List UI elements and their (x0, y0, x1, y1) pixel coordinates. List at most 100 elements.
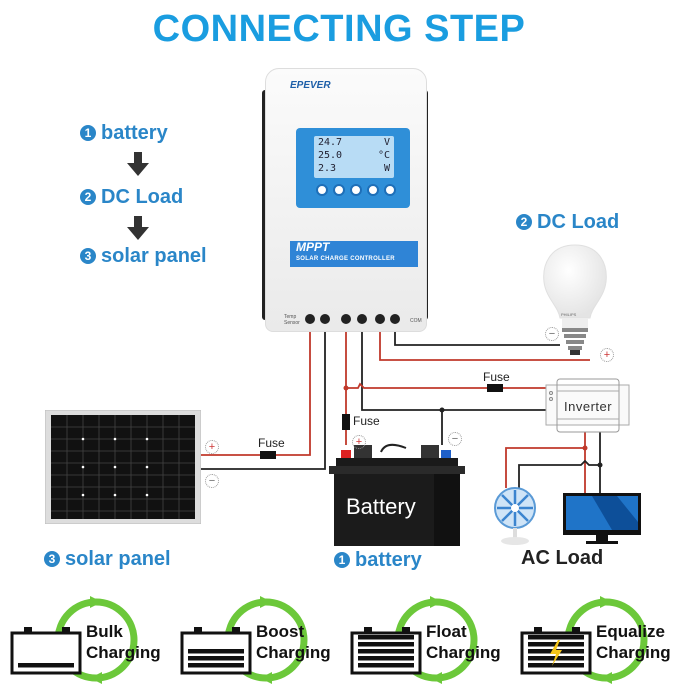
charging-mode-suffix: Charging (596, 643, 671, 662)
fuse-inverter (487, 384, 503, 392)
terminal-pv-positive (305, 314, 315, 324)
step-number-3-icon: 3 (80, 248, 96, 264)
step-2: 2 DC Load (80, 186, 183, 209)
controller-button-set[interactable] (367, 184, 379, 196)
lcd-row-temperature: 25.0°C (318, 150, 390, 161)
wire-ac-positive (505, 432, 586, 488)
wire-battery-negative (361, 330, 443, 445)
cycle-arrow-top (90, 596, 102, 608)
terminal-load-negative (390, 314, 400, 324)
step-number-3-icon: 3 (44, 551, 60, 567)
step-number-1-icon: 1 (80, 125, 96, 141)
minus-sign-icon: − (205, 474, 219, 488)
cycle-arrow-top (600, 596, 612, 608)
cycle-arrow-top (430, 596, 442, 608)
controller-brand: EPEVER (290, 80, 331, 91)
controller-button-pv[interactable] (316, 184, 328, 196)
charging-mode-name: Float (426, 622, 467, 641)
battery-terminal (572, 627, 580, 633)
step-number-2-icon: 2 (80, 189, 96, 205)
charging-cycle-icon (10, 596, 138, 684)
fuse-label-inverter: Fuse (483, 370, 510, 384)
monitor-icon (563, 493, 641, 544)
charging-mode-name: Equalize (596, 622, 665, 641)
battery-terminal (364, 627, 372, 633)
plus-sign-icon: + (600, 348, 614, 362)
step-1-label: battery (101, 122, 168, 144)
charging-mode-suffix: Charging (86, 643, 161, 662)
mppt-label-panel: MPPT SOLAR CHARGE CONTROLLER (290, 241, 418, 267)
charge-level-bar (528, 635, 584, 640)
cycle-arrow-top (260, 596, 272, 608)
terminal-batt-positive (341, 314, 351, 324)
charge-level-bar (358, 642, 414, 647)
wire-solar-negative (200, 330, 326, 470)
cycle-arrow-bottom (430, 672, 442, 684)
wire-inverter-positive (346, 382, 548, 389)
charging-mode-name: Bulk (86, 622, 123, 641)
step-2-label: DC Load (101, 186, 184, 208)
terminal-pv-negative (320, 314, 330, 324)
wire-ac-negative (518, 432, 601, 488)
fuse-solar (260, 451, 276, 459)
charge-level-bar (358, 635, 414, 640)
plus-sign-icon: + (352, 435, 366, 449)
charge-level-bar (188, 656, 244, 661)
controller-button-batt[interactable] (333, 184, 345, 196)
battery-text: Battery (346, 494, 416, 519)
plus-sign-icon: + (205, 440, 219, 454)
step-1: 1 battery (80, 122, 168, 145)
temp-sensor-label: Temp Sensor (284, 314, 300, 326)
battery-terminal (62, 627, 70, 633)
fuse-label-battery: Fuse (353, 414, 380, 428)
battery-terminal (232, 627, 240, 633)
charging-mode-suffix: Charging (256, 643, 331, 662)
step-number-2-icon: 2 (516, 214, 532, 230)
minus-sign-icon: − (448, 432, 462, 446)
terminal-batt-negative (357, 314, 367, 324)
cycle-arrow-bottom (90, 672, 102, 684)
step-number-1-icon: 1 (334, 552, 350, 568)
charge-level-bar (358, 656, 414, 661)
inverter-box (545, 378, 630, 433)
page-title: CONNECTING STEP (152, 8, 526, 50)
charging-mode-name: Boost (256, 622, 305, 641)
battery-terminal (534, 627, 542, 633)
battery-terminal (24, 627, 32, 633)
fuse-label-solar: Fuse (258, 436, 285, 450)
mppt-subtitle: SOLAR CHARGE CONTROLLER (296, 256, 395, 262)
charge-level-bar (18, 663, 74, 668)
controller-button-load[interactable] (350, 184, 362, 196)
battery (329, 443, 465, 546)
inverter-label: Inverter (564, 399, 613, 414)
solar-panel (45, 410, 201, 524)
lightning-bolt-icon (550, 640, 562, 666)
com-label: COM (410, 318, 422, 324)
charge-level-bar (188, 649, 244, 654)
minus-sign-icon: − (545, 327, 559, 341)
controller-button-clr[interactable] (384, 184, 396, 196)
charge-level-bar (188, 663, 244, 668)
charging-mode-suffix: Charging (426, 643, 501, 662)
wire-load-negative (394, 330, 560, 346)
cycle-arrow-bottom (600, 672, 612, 684)
charging-cycle-icon (180, 596, 308, 684)
charge-level-bar (358, 663, 414, 668)
arrow-down-icon (127, 152, 149, 176)
fan-icon (494, 487, 536, 545)
charge-level-bar (528, 663, 584, 668)
mppt-title: MPPT (296, 240, 330, 254)
battery-terminal (194, 627, 202, 633)
